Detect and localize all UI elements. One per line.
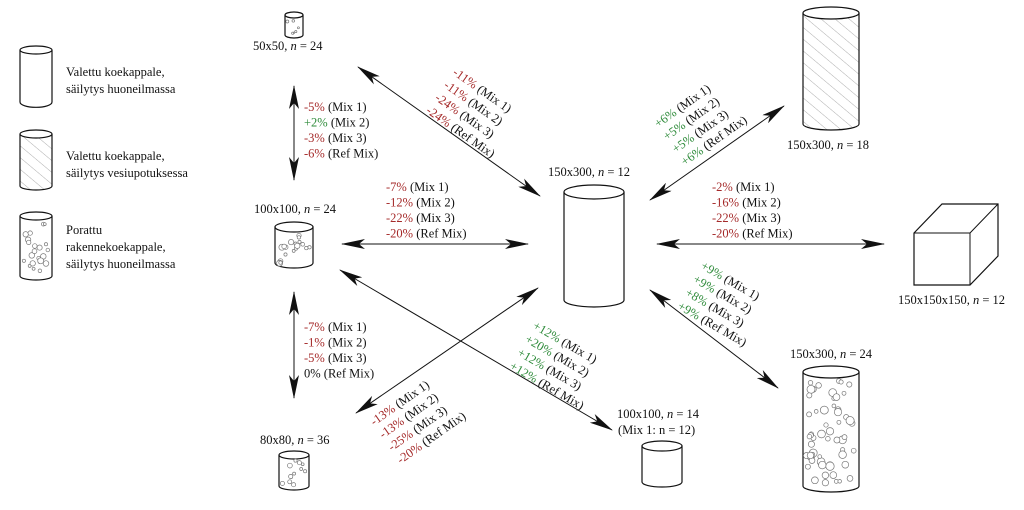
legend-dotted-cylinder-icon [19,211,53,281]
factor-mix-label: (Mix 3) [325,131,367,145]
factor-percent: -22% [712,211,739,225]
factor-row: -7% (Mix 1) [304,320,367,334]
factor-group-gdrill: +9% (Mix 1)+9% (Mix 2)+8% (Mix 3)+9% (Re… [675,258,762,349]
arrow-water-to-center [649,105,785,201]
factor-group-g80d: -13% (Mix 1)-13% (Mix 2)-25% (Mix 3)-20%… [368,378,469,467]
conversion-factor-groups: -5% (Mix 1)+2% (Mix 2)-3% (Mix 3)-6% (Re… [304,65,793,467]
specimen-center-150x300-icon [563,184,625,308]
factor-mix-label: (Mix 2) [413,196,455,210]
factor-percent: -5% [304,100,325,114]
factor-mix-label: (Ref Mix) [413,227,466,241]
arrow-100-to-100b [339,269,613,431]
factor-row: -7% (Mix 1) [386,180,449,194]
specimen-100x100-cast-label: 100x100, n = 14 [617,407,700,421]
factor-mix-label: (Ref Mix) [739,227,792,241]
factor-percent: -1% [304,336,325,350]
legend-plain-line-2: säilytys huoneilmassa [66,82,176,96]
specimen-100x100-cast-label-2: (Mix 1: n = 12) [618,423,695,437]
specimen-100x100-drilled-icon [274,221,314,269]
legend-plain-cylinder-icon [19,45,53,108]
factor-row: -6% (Ref Mix) [304,147,378,161]
factor-row: -22% (Mix 3) [386,211,455,225]
specimen-150x300-drilled-icon [802,365,860,493]
factor-row: -5% (Mix 1) [304,100,367,114]
factor-row: -5% (Mix 3) [304,351,367,365]
factor-mix-label: (Mix 1) [325,320,367,334]
arrow-80-to-center [355,287,539,414]
factor-mix-label: (Mix 3) [325,351,367,365]
specimen-80x80-drilled-icon [278,450,310,491]
factor-percent: -7% [304,320,325,334]
specimen-100x100-label: 100x100, n = 24 [254,202,337,216]
factor-percent: -16% [712,196,739,210]
factor-mix-label: (Mix 3) [739,211,781,225]
specimen-cube-icon [913,203,999,286]
arrow-50-to-center [357,66,541,197]
factor-row: -3% (Mix 3) [304,131,367,145]
factor-row: -16% (Mix 2) [712,196,781,210]
factor-mix-label: (Ref Mix) [321,367,374,381]
factor-group-g50d: -11% (Mix 1)-11% (Mix 2)-24% (Mix 3)-24%… [424,65,515,161]
specimen-150x300-water-icon [802,6,860,131]
factor-row: -12% (Mix 2) [386,196,455,210]
specimen-150x300-drilled-label: 150x300, n = 24 [790,347,873,361]
factor-group-g100h: -7% (Mix 1) -12% (Mix 2)-22% (Mix 3) -20% … [386,180,467,241]
factor-mix-label: (Ref Mix) [325,147,378,161]
specimen-100x100-cast-icon [641,440,683,488]
specimen-80x80-label: 80x80, n = 36 [260,433,330,447]
factor-group-gcube: -2% (Mix 1) -16% (Mix 2)-22% (Mix 3) -20% … [712,180,793,241]
factor-percent: 0% [304,367,321,381]
factor-mix-label: (Mix 2) [328,116,370,130]
factor-percent: -7% [386,180,407,194]
arrows [289,66,885,431]
factor-percent: -5% [304,351,325,365]
factor-row: 0% (Ref Mix) [304,367,374,381]
legend-dotted-line-2: rakennekoekappale, [66,240,166,254]
factor-percent: -20% [712,227,739,241]
factor-percent: -6% [304,147,325,161]
factor-row: -1% (Mix 2) [304,336,367,350]
factor-row: -20% (Ref Mix) [712,227,793,241]
legend-hatched-cylinder-icon [19,129,53,191]
factor-row: +2% (Mix 2) [304,116,369,130]
factor-row: -22% (Mix 3) [712,211,781,225]
factor-percent: -3% [304,131,325,145]
specimen-50x50-label: 50x50, n = 24 [253,39,323,53]
factor-group-gwat: +6% (Mix 1)+5% (Mix 2)+5% (Mix 3)+6% (Re… [652,81,750,168]
legend-dotted-line-1: Porattu [66,223,103,237]
factor-percent: -2% [712,180,733,194]
specimen-center-label: 150x300, n = 12 [548,165,630,179]
factor-percent: -20% [386,227,413,241]
factor-mix-label: (Mix 1) [733,180,775,194]
factor-percent: -22% [386,211,413,225]
factor-mix-label: (Mix 2) [325,336,367,350]
specimen-150x300-water-label: 150x300, n = 18 [787,138,869,152]
specimen-cube-label: 150x150x150, n = 12 [898,293,1005,307]
legend-dotted-line-3: säilytys huoneilmassa [66,257,176,271]
factor-group-g80v: -7% (Mix 1)-1% (Mix 2)-5% (Mix 3)0% (Ref… [304,320,374,381]
factor-percent: -12% [386,196,413,210]
factor-mix-label: (Mix 1) [407,180,449,194]
factor-group-g50v: -5% (Mix 1)+2% (Mix 2)-3% (Mix 3)-6% (Re… [304,100,378,161]
factor-percent: +2% [304,116,328,130]
factor-group-g100d: +12% (Mix 1)+20% (Mix 2)+12% (Mix 3)+12%… [507,318,599,412]
factor-row: -2% (Mix 1) [712,180,775,194]
legend-hatched-line-1: Valettu koekappale, [66,149,165,163]
factor-mix-label: (Mix 2) [739,196,781,210]
legend-hatched-line-2: säilytys vesiupotuksessa [66,166,188,180]
arrow-drilled-to-center [649,289,779,389]
factor-mix-label: (Mix 3) [413,211,455,225]
legend-plain-line-1: Valettu koekappale, [66,65,165,79]
legend: Valettu koekappale, säilytys huoneilmass… [19,45,188,281]
factor-mix-label: (Mix 1) [325,100,367,114]
specimen-50x50-icon [284,11,304,39]
factor-row: -20% (Ref Mix) [386,227,467,241]
